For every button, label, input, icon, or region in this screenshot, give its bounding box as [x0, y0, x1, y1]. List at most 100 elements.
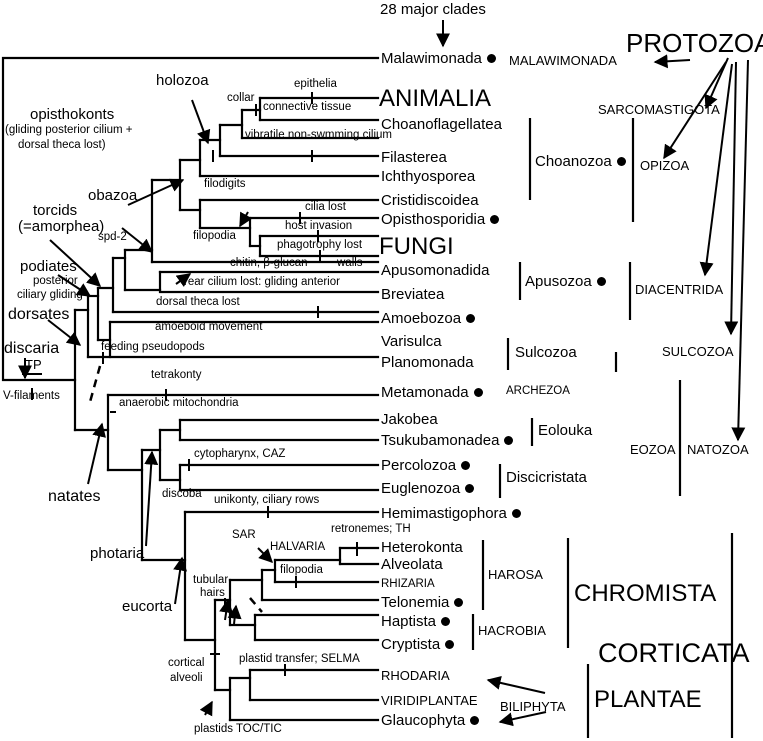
taxon-jakobea: Jakobea: [381, 411, 438, 428]
char-epithelia: epithelia: [294, 78, 337, 90]
char-cilia-lost: cilia lost: [305, 201, 346, 213]
taxon-rhodaria: RHODARIA: [381, 668, 450, 683]
char-filodigits: filodigits: [204, 178, 246, 190]
taxon-euglenozoa: Euglenozoa: [381, 481, 475, 496]
group-protozoa: PROTOZOA: [626, 28, 763, 58]
group-opizoa: OPIZOA: [640, 158, 690, 173]
char-feeding-pseudopods: feeding pseudopods: [101, 341, 205, 353]
bullet-dot: [490, 214, 500, 224]
taxon-malawimonada: Malawimonada: [381, 51, 496, 66]
char-host-invasion: host invasion: [285, 220, 353, 232]
taxon-amoebozoa: Amoebozoa: [381, 311, 476, 326]
clade-sar: SAR: [232, 529, 256, 541]
char-plastids: plastids TOC/TIC: [194, 723, 282, 735]
bullet-dot: [466, 313, 476, 323]
char-tp: TP: [25, 357, 42, 372]
char-plastid-transfer: plastid transfer; SELMA: [239, 653, 360, 665]
bullet-dot: [504, 435, 514, 445]
arrows: [18, 20, 749, 727]
char-rear-cilium: rear cilium lost: gliding anterior: [184, 276, 340, 288]
group-discicristata: Discicristata: [506, 469, 587, 486]
char-filopodia: filopodia: [193, 230, 236, 242]
bullet-dot: [486, 53, 496, 63]
bullet-dot: [441, 616, 451, 626]
bullet-dot: [465, 483, 475, 493]
bullet-dot: [616, 156, 626, 166]
bullet-dot: [596, 276, 606, 286]
group-archezoa: ARCHEZOA: [506, 385, 570, 397]
bullet-dot: [461, 460, 471, 470]
taxon-planomonada: Planomonada: [381, 354, 474, 371]
taxon-heterokonta: Heterokonta: [381, 539, 463, 556]
clade-torcids: torcids: [33, 202, 78, 219]
group-choanozoa: Choanozoa: [535, 154, 626, 169]
char-posterior: posterior: [33, 275, 78, 287]
taxon-tsukubamonadea: Tsukubamonadea: [381, 433, 514, 448]
taxon-fungi: FUNGI: [379, 233, 454, 260]
char-amoeboid: amoeboid movement: [155, 321, 263, 333]
char-cytopharynx: cytopharynx, CAZ: [194, 448, 286, 460]
group-harosa: HAROSA: [488, 567, 543, 582]
taxon-haptista: Haptista: [381, 614, 451, 629]
bullet-dot: [454, 597, 464, 607]
clade-eucorta: eucorta: [122, 598, 173, 615]
char-dorsal-theca: dorsal theca lost: [156, 296, 240, 308]
group-eolouka: Eolouka: [538, 422, 593, 439]
char-cortical: cortical: [168, 657, 205, 669]
taxon-opisthosporidia: Opisthosporidia: [381, 212, 500, 227]
taxon-cristidiscoidea: Cristidiscoidea: [381, 192, 479, 209]
group-sulcozoa-phylum: Sulcozoa: [515, 344, 577, 361]
taxon-apusomonadida: Apusomonadida: [381, 262, 490, 279]
taxon-hemimastigophora: Hemimastigophora: [381, 506, 521, 521]
taxon-breviatea: Breviatea: [381, 286, 445, 303]
clade-natates: natates: [48, 488, 101, 505]
clade-opisthokonts-note1: (gliding posterior cilium +: [5, 124, 133, 136]
group-apusozoa: Apusozoa: [525, 274, 606, 289]
group-corticata: CORTICATA: [598, 638, 750, 668]
char-retronemes: retronemes; TH: [331, 523, 411, 535]
char-chitin: chitin, β-glucan: [230, 257, 308, 269]
clade-opisthokonts: opisthokonts: [30, 106, 115, 123]
taxon-rhizaria: RHIZARIA: [381, 578, 435, 590]
taxon-alveolata: Alveolata: [381, 556, 443, 573]
character-ticks: [22, 92, 358, 676]
char-filopodia2: filopodia: [280, 564, 323, 576]
clade-torcids-note: (=amorphea): [18, 218, 105, 235]
char-ciliary-gliding: ciliary gliding: [17, 289, 83, 301]
group-sulcozoa: SULCOZOA: [662, 344, 734, 359]
taxon-ichthyosporea: Ichthyosporea: [381, 168, 476, 185]
char-tetrakonty: tetrakonty: [151, 369, 202, 381]
group-sarcomastigota: SARCOMASTIGOTA: [598, 102, 720, 117]
char-phagotrophy-lost: phagotrophy lost: [277, 239, 363, 251]
taxon-cryptista: Cryptista: [381, 637, 455, 652]
clades-count-label: 28 major clades: [380, 1, 486, 18]
bullet-dot: [511, 508, 521, 518]
char-unikonty: unikonty, ciliary rows: [214, 494, 320, 506]
char-collar: collar: [227, 92, 255, 104]
taxon-choanoflagellatea: Choanoflagellatea: [381, 116, 502, 133]
char-connective-tissue: connective tissue: [263, 101, 352, 113]
taxon-percolozoa: Percolozoa: [381, 458, 471, 473]
group-natozoa: NATOZOA: [687, 442, 749, 457]
group-diacentrida: DIACENTRIDA: [635, 282, 724, 297]
char-anaerobic: anaerobic mitochondria: [119, 397, 239, 409]
taxon-filasterea: Filasterea: [381, 149, 447, 166]
taxon-viridiplantae: VIRIDIPLANTAE: [381, 693, 478, 708]
clade-discoba: discoba: [162, 488, 202, 500]
bullet-dot: [473, 387, 483, 397]
clade-photaria: photaria: [90, 545, 145, 562]
taxon-metamonada: Metamonada: [381, 385, 483, 400]
group-plantae: PLANTAE: [594, 686, 702, 713]
taxon-animalia: ANIMALIA: [379, 85, 492, 112]
group-eozoa: EOZOA: [630, 442, 676, 457]
taxon-varisulca: Varisulca: [381, 333, 442, 350]
char-alveoli: alveoli: [170, 672, 203, 684]
group-hacrobia: HACROBIA: [478, 623, 546, 638]
char-v-filaments: V-filaments: [3, 390, 60, 402]
bullet-dot: [445, 639, 455, 649]
char-walls: walls: [337, 257, 363, 269]
group-biliphyta: BILIPHYTA: [500, 699, 566, 714]
char-spd2: spd-2: [98, 231, 127, 243]
clade-discaria: discaria: [4, 340, 60, 357]
